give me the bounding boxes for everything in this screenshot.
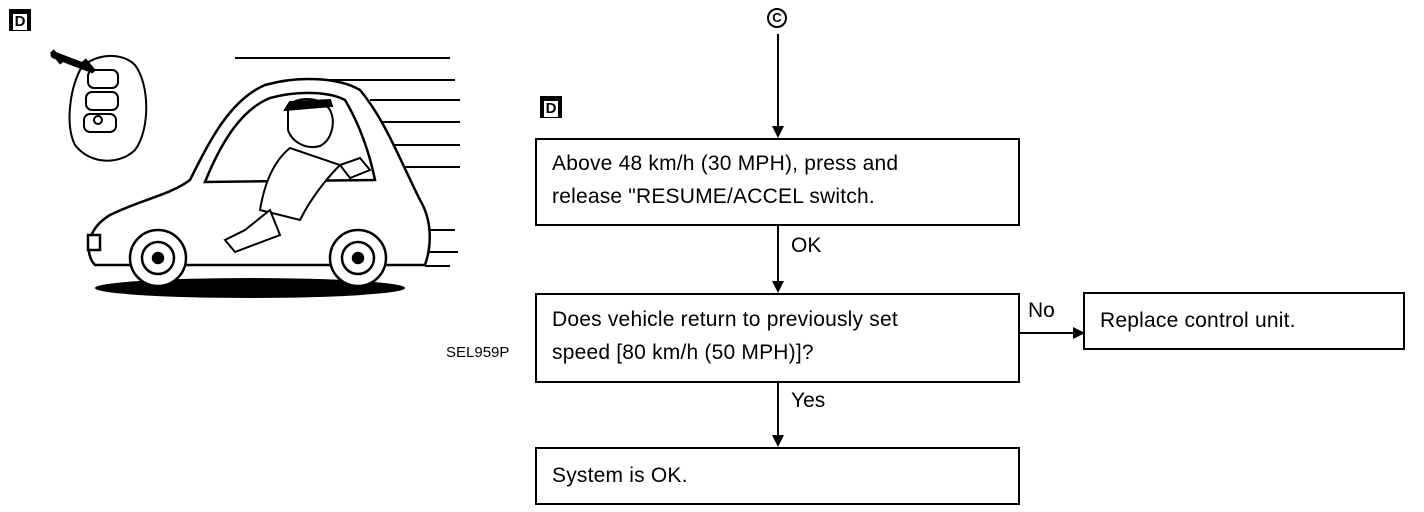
connector-label: C bbox=[772, 10, 782, 25]
illustration-tag: D bbox=[9, 9, 31, 31]
step1-line1: Above 48 km/h (30 MPH), press and bbox=[552, 152, 899, 175]
ok-label: OK bbox=[791, 234, 822, 257]
yes-label: Yes bbox=[791, 389, 826, 412]
illustration-tag-label: D bbox=[13, 13, 27, 30]
no-label: No bbox=[1028, 299, 1055, 322]
no-result-text: Replace control unit. bbox=[1100, 309, 1296, 332]
step1-box bbox=[535, 138, 1020, 226]
flow-tag-label: D bbox=[544, 100, 558, 117]
cruise-switch-icon bbox=[50, 49, 148, 162]
figure-code: SEL959P bbox=[446, 344, 510, 361]
yes-result-text: System is OK. bbox=[552, 464, 688, 487]
no-result-box bbox=[1083, 292, 1405, 350]
step1-line2: release "RESUME/ACCEL switch. bbox=[552, 185, 875, 208]
flow-tag: D bbox=[540, 96, 562, 118]
driver-figure bbox=[223, 98, 372, 254]
yes-result-box bbox=[535, 447, 1020, 505]
car-driver-illustration bbox=[50, 49, 460, 298]
step2-line1: Does vehicle return to previously set bbox=[552, 308, 898, 331]
car-wheels bbox=[128, 228, 388, 288]
step2-box bbox=[535, 293, 1020, 383]
step2-line2: speed [80 km/h (50 MPH)]? bbox=[552, 341, 814, 364]
connector-c: C bbox=[767, 8, 787, 28]
